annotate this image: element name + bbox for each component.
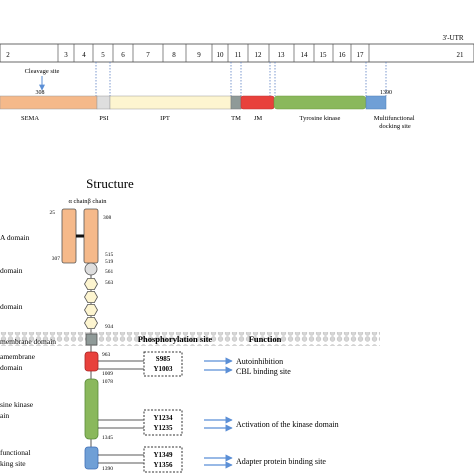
phosphorylation-header: Phosphorylation site	[138, 334, 213, 344]
structure-domain-label: functional	[0, 448, 30, 457]
residue-position: 561	[105, 269, 114, 275]
protein-domain-bar: Cleavage site 308 1390 SEMA PSI IPT TM J…	[0, 68, 416, 130]
exon-map: 2 3 4 5 6 7 8 9 10 11 12 13 14 15 16 17 21 3'-UTR	[0, 34, 474, 63]
bar-end-position: 1390	[380, 90, 392, 96]
phospho-site: Y1003	[153, 365, 173, 373]
exon-number: 16	[339, 51, 347, 59]
exon-number: 2	[6, 51, 10, 59]
tm-domain	[85, 333, 98, 346]
domain-label-sema: SEMA	[21, 115, 39, 122]
function-arrows	[204, 357, 233, 469]
domain-label-tm: TM	[231, 115, 241, 122]
exon-number: 14	[301, 51, 309, 59]
beta-chain-sema	[83, 208, 99, 264]
exon-number: 4	[82, 51, 86, 59]
phospho-site: S985	[156, 355, 171, 363]
structure-domain-label: membrane domain	[0, 337, 56, 346]
structure-domain-labels: A domain domain domain membrane domain amemb…	[0, 233, 56, 468]
exon-number: 3	[64, 51, 68, 59]
phospho-site: Y1356	[153, 461, 173, 469]
phospho-box-2	[143, 409, 183, 436]
exon-number: 15	[320, 51, 328, 59]
residue-position: 963	[102, 352, 111, 358]
ipt-hexagon	[84, 303, 98, 317]
exon-number: 9	[197, 51, 201, 59]
exon-number: 13	[278, 51, 286, 59]
ipt-hexagon	[84, 290, 98, 304]
exon-number: 6	[121, 51, 125, 59]
domain-psi	[96, 95, 111, 110]
structure-domain-label: domain	[0, 266, 23, 275]
domain-label-tyrosine-kinase: Tyrosine kinase	[300, 115, 341, 122]
residue-position: 307	[52, 256, 61, 262]
residue-position: 1078	[102, 379, 113, 385]
structure-domain-label: amembrane	[0, 352, 36, 361]
structure-domain-label: domain	[0, 363, 23, 372]
domain-label-ipt: IPT	[160, 115, 170, 122]
exon-number: 12	[255, 51, 263, 59]
exon-number: 11	[235, 51, 242, 59]
residue-position: 1390	[102, 466, 113, 472]
cleavage-position: 308	[36, 90, 45, 96]
phospho-site: Y1235	[153, 424, 173, 432]
domain-label-psi: PSI	[99, 115, 108, 122]
residue-position: 25	[50, 210, 56, 216]
domain-tyrosine-kinase	[273, 95, 367, 110]
utr-label: 3'-UTR	[442, 34, 463, 42]
residue-position: 1009	[102, 371, 113, 377]
residue-position: 1345	[102, 435, 113, 441]
function-kinase-activation: Activation of the kinase domain	[236, 420, 339, 429]
domain-docking-site	[365, 95, 387, 110]
cleavage-site-label: Cleavage site	[25, 68, 60, 75]
structure-domain-label: king site	[0, 459, 26, 468]
alpha-chain-label: α chain	[68, 198, 88, 205]
exon-number: 5	[101, 51, 105, 59]
domain-label-docking-site: Multifunctional docking site	[374, 115, 416, 130]
structure-domain-label: domain	[0, 302, 23, 311]
exon-number: 7	[146, 51, 150, 59]
phospho-site: Y1234	[153, 414, 173, 422]
jm-domain	[84, 351, 99, 372]
alpha-chain-sema	[61, 208, 77, 264]
phospho-box-3	[143, 446, 183, 473]
ipt-hexagon	[84, 277, 98, 291]
psi-domain-circle	[84, 262, 98, 276]
phosphorylation-sites: S985 Y1003 Y1234 Y1235 Y1349 Y1356	[98, 351, 183, 473]
function-cbl-binding: CBL binding site	[236, 367, 291, 376]
exon-number: 10	[217, 51, 225, 59]
domain-ipt	[109, 95, 232, 110]
receptor-structure	[61, 208, 99, 470]
phospho-box-1	[143, 351, 183, 377]
exon-number: 17	[357, 51, 365, 59]
residue-position: 308	[103, 215, 112, 221]
residue-position: 563	[105, 280, 114, 286]
residue-position: 934	[105, 324, 114, 330]
residue-position: 519	[105, 259, 114, 265]
kinase-domain	[84, 378, 99, 440]
phospho-site: Y1349	[153, 451, 173, 459]
structure-domain-label: A domain	[0, 233, 30, 242]
domain-jm	[240, 95, 275, 110]
function-autoinhibition: Autoinhibition	[236, 357, 283, 366]
structure-title: Structure	[86, 176, 134, 191]
exon-number: 8	[172, 51, 176, 59]
function-adapter-binding: Adapter protein binding site	[236, 457, 326, 466]
residue-position: 515	[105, 252, 114, 258]
domain-sema	[0, 95, 98, 110]
exon-number: 21	[457, 51, 465, 59]
domain-tm	[230, 95, 242, 110]
docking-domain	[84, 446, 99, 470]
exon-domain-mapping-lines	[95, 62, 387, 96]
ipt-hexagon	[84, 316, 98, 330]
beta-chain-label: β chain	[87, 198, 107, 205]
structure-domain-label: sine kinase	[0, 400, 34, 409]
function-header: Function	[249, 334, 282, 344]
structure-domain-label: ain	[0, 411, 9, 420]
domain-label-jm: JM	[254, 115, 263, 122]
